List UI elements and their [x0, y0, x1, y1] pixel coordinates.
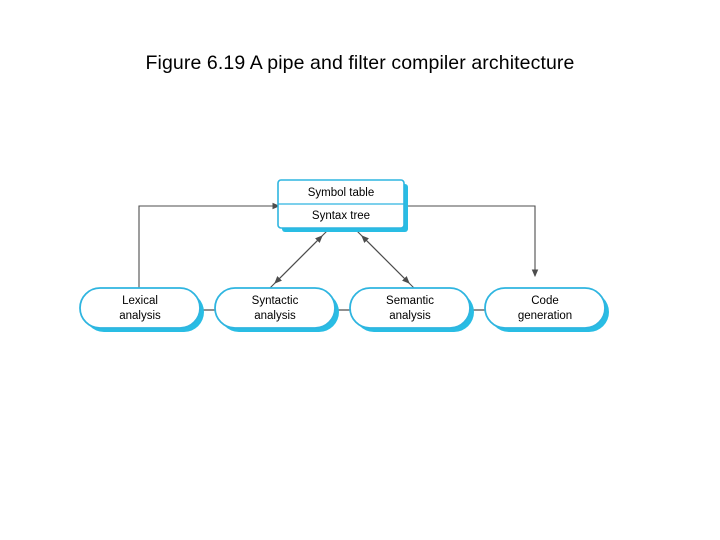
lexical-analysis-node: Lexical analysis: [79, 287, 204, 332]
code-generation-line2: generation: [518, 310, 572, 322]
connector-symboltable-syntactic: [268, 229, 329, 290]
syntactic-analysis-line1: Syntactic: [252, 295, 299, 307]
page-title: Figure 6.19 A pipe and filter compiler a…: [145, 52, 575, 74]
syntactic-analysis-line2: analysis: [254, 310, 296, 322]
lexical-analysis-line1: Lexical: [122, 295, 158, 307]
semantic-analysis-line2: analysis: [389, 310, 431, 322]
connector-lexical-to-symboltable: [138, 202, 281, 290]
lexical-analysis-line2: analysis: [119, 310, 161, 322]
code-generation-node: Code generation: [484, 287, 609, 332]
connector-symboltable-semantic: [355, 229, 416, 290]
symbol-table-node: Symbol table Syntax tree: [277, 179, 408, 232]
semantic-analysis-line1: Semantic: [386, 295, 434, 307]
architecture-diagram: Symbol table Syntax tree Lexical analysi…: [60, 150, 660, 380]
semantic-analysis-node: Semantic analysis: [349, 287, 474, 332]
symbol-table-line2: Syntax tree: [312, 210, 370, 222]
code-generation-line1: Code: [531, 295, 559, 307]
syntactic-analysis-node: Syntactic analysis: [214, 287, 339, 332]
connector-symboltable-to-codegen: [405, 205, 539, 278]
symbol-table-line1: Symbol table: [308, 187, 374, 199]
